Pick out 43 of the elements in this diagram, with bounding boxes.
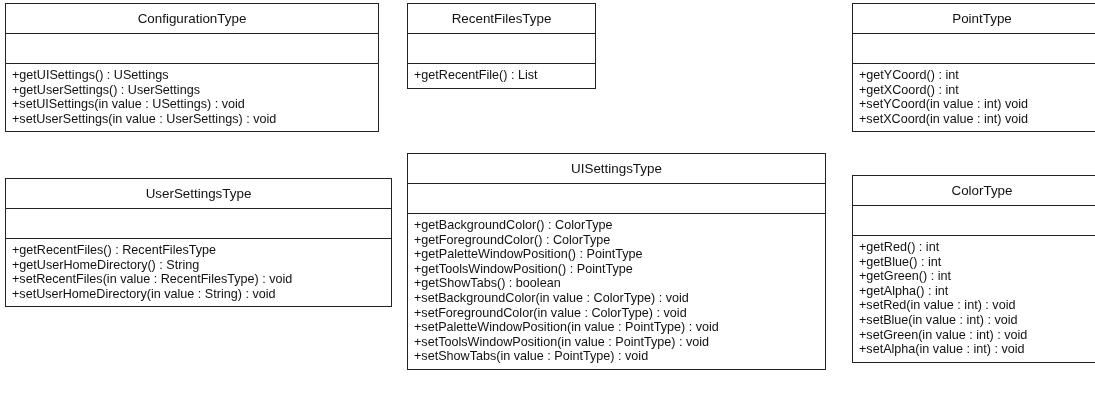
class-name: RecentFilesType <box>451 11 552 26</box>
method-signature: +getAlpha() : int <box>859 283 949 298</box>
method-signature: +setRecentFiles(in value : RecentFilesType) : void <box>12 272 293 287</box>
method-signature: +getGreen() : int <box>859 269 952 284</box>
method-signature: +setUserSettings(in value : UserSettings) : void <box>12 111 277 126</box>
method-signature: +getBackgroundColor() : ColorType <box>414 218 613 232</box>
method-signature: +getUISettings() : USettings <box>12 68 169 82</box>
method-signature: +setBackgroundColor(in value : ColorType) : void <box>414 290 689 305</box>
class-name: UISettingsType <box>571 161 662 176</box>
class-box <box>5 3 379 133</box>
method-signature: +setUserHomeDirectory(in value : String) : void <box>12 286 276 301</box>
method-signature: +getForegroundColor() : ColorType <box>414 232 611 247</box>
method-signature: +setXCoord(in value : int) void <box>859 111 1029 126</box>
method-signature: +getBlue() : int <box>859 254 942 269</box>
method-signature: +setPaletteWindowPosition(in value : PointType) : void <box>414 320 719 335</box>
method-signature: +setRed(in value : int) : void <box>859 298 1016 313</box>
method-signature: +getUserSettings() : UserSettings <box>12 82 200 97</box>
class-box <box>407 3 596 89</box>
class-box <box>852 3 1095 133</box>
method-signature: +getPaletteWindowPosition() : PointType <box>414 247 643 262</box>
class-name: PointType <box>952 11 1012 26</box>
method-signature: +setUISettings(in value : USettings) : void <box>12 97 245 112</box>
method-signature: +getRecentFile() : List <box>414 68 538 82</box>
method-signature: +setForegroundColor(in value : ColorType) : void <box>414 305 687 320</box>
class-box <box>852 175 1095 363</box>
method-signature: +setBlue(in value : int) : void <box>859 312 1018 327</box>
class-name: ConfigurationType <box>137 11 247 26</box>
method-signature: +setToolsWindowPosition(in value : PointType) : void <box>414 334 710 349</box>
method-signature: +getRecentFiles() : RecentFilesType <box>12 243 217 257</box>
method-signature: +getRed() : int <box>859 240 940 254</box>
class-name: UserSettingsType <box>145 186 252 201</box>
method-signature: +getToolsWindowPosition() : PointType <box>414 261 633 276</box>
class-box <box>5 178 392 308</box>
class-name: ColorType <box>951 183 1013 198</box>
class-box <box>407 153 826 370</box>
method-signature: +setAlpha(in value : int) : void <box>859 342 1025 357</box>
method-signature: +getUserHomeDirectory() : String <box>12 257 200 272</box>
method-signature: +setGreen(in value : int) : void <box>859 327 1028 342</box>
method-signature: +setYCoord(in value : int) void <box>859 97 1029 112</box>
method-signature: +getYCoord() : int <box>859 68 959 82</box>
method-signature: +getXCoord() : int <box>859 82 959 97</box>
method-signature: +getShowTabs() : boolean <box>414 276 561 291</box>
method-signature: +setShowTabs(in value : PointType) : void <box>414 349 649 364</box>
